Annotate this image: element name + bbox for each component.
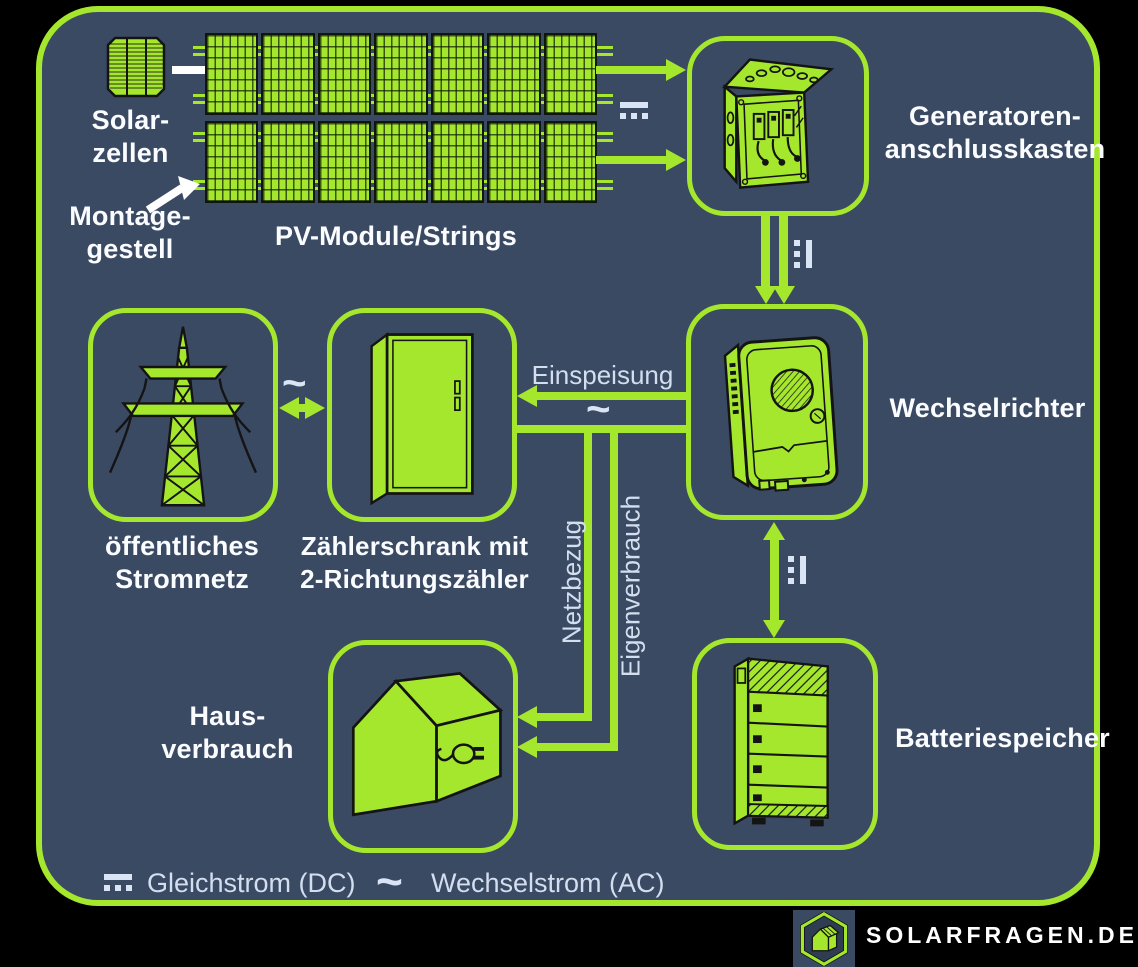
pv-module-icon: [487, 33, 541, 115]
meter-cabinet-label: Zählerschrank mit 2-Richtungszähler: [292, 530, 537, 596]
grid-draw-label: Netzbezug: [556, 519, 587, 645]
battery-node: [692, 638, 878, 850]
self-consumption-wire-end: [536, 743, 614, 751]
site-name: SOLARFRAGEN.DE: [866, 922, 1138, 948]
pv-string-row-1: [205, 33, 597, 115]
meter-cabinet-node: [327, 308, 517, 522]
self-consumption-wire: [610, 425, 618, 751]
grid-meter-left-arrowhead: [279, 397, 299, 419]
string1-arrowhead: [666, 59, 686, 81]
string2-wire: [596, 156, 668, 164]
plug-icon: [435, 742, 484, 764]
self-consumption-arrowhead: [517, 736, 537, 758]
meter-cabinet-icon: [370, 332, 474, 506]
dc-wire-b-arrowhead: [773, 286, 795, 304]
label-line: Solar-: [91, 105, 170, 135]
battery-label: Batteriespeicher: [895, 723, 1110, 753]
grid-meter-right-arrowhead: [305, 397, 325, 419]
pv-module-icon: [543, 33, 597, 115]
battery-wire: [770, 540, 779, 620]
label-line: Haus-: [189, 701, 266, 731]
label-line: Generatoren-: [909, 101, 1081, 131]
public-grid-label: öffentliches Stromnetz: [82, 530, 282, 596]
house-consumption-label: Haus- verbrauch: [150, 700, 305, 766]
grid-meter-wire: [295, 404, 309, 412]
solarfragen-logo-icon: [800, 911, 848, 966]
pv-module-icon: [205, 121, 259, 203]
battery-wire-down-arrowhead: [763, 620, 785, 638]
label-line: 2-Richtungszähler: [300, 564, 529, 594]
ac-symbol-icon: ~: [282, 359, 307, 406]
dc-wire-a: [761, 216, 770, 286]
pv-string-row-2: [205, 121, 597, 203]
solarfragen-logo: [793, 910, 855, 967]
pv-module-icon: [430, 33, 485, 115]
legend-ac-label: Wechselstrom (AC): [431, 868, 665, 898]
battery-wire-up-arrowhead: [763, 522, 785, 540]
mounting-frame-arrow-icon: [145, 176, 200, 214]
label-line: verbrauch: [161, 734, 294, 764]
solar-cells-label: Solar- zellen: [58, 104, 203, 170]
label-line: Stromnetz: [115, 564, 249, 594]
inverter-label: Wechselrichter: [889, 393, 1086, 423]
dc-wire-a-arrowhead: [755, 286, 777, 304]
junction-box-icon: [722, 58, 835, 189]
pv-module-icon: [261, 121, 315, 203]
label-line: öffentliches: [105, 531, 259, 561]
legend-ac-symbol-icon: ~: [376, 855, 403, 907]
house-node: [328, 640, 518, 853]
dc-symbol-icon: [620, 102, 648, 119]
dc-symbol-vertical-icon: [794, 240, 812, 268]
dc-symbol-vertical-icon: [788, 556, 806, 584]
grid-draw-wire: [584, 425, 592, 721]
pv-module-icon: [261, 33, 315, 115]
pv-module-icon: [205, 33, 259, 115]
ac-bus-wire: [517, 425, 686, 433]
feed-in-label: Einspeisung: [531, 360, 674, 390]
label-line: Zählerschrank mit: [300, 531, 529, 561]
mounting-frame-label: Montage- gestell: [50, 200, 210, 266]
pv-modules-label: PV-Module/Strings: [275, 221, 517, 251]
label-line: anschlusskasten: [884, 134, 1106, 164]
dc-wire-b: [779, 216, 788, 286]
pv-module-icon: [543, 121, 597, 203]
ac-symbol-icon: ~: [586, 385, 611, 432]
pv-module-icon: [374, 121, 428, 203]
feed-in-wire: [536, 392, 686, 400]
label-line: gestell: [86, 234, 174, 264]
junction-box-node: [687, 36, 869, 216]
pv-module-icon: [374, 33, 428, 115]
pv-module-icon: [317, 121, 372, 203]
pv-module-icon: [430, 121, 485, 203]
string1-wire: [596, 66, 668, 74]
junction-box-label: Generatoren- anschlusskasten: [875, 100, 1115, 166]
house-icon: [351, 671, 504, 816]
inverter-icon: [723, 336, 839, 492]
solar-cell-icon: [106, 36, 166, 98]
feed-in-arrowhead: [517, 385, 537, 407]
label-line: Montage-: [69, 201, 191, 231]
grid-draw-wire-end: [536, 713, 588, 721]
string2-arrowhead: [666, 149, 686, 171]
grid-draw-arrowhead: [517, 706, 537, 728]
self-consumption-label: Eigenverbrauch: [615, 494, 646, 678]
legend-dc-symbol-icon: [104, 874, 132, 891]
inverter-node: [686, 304, 868, 520]
power-pylon-icon: [108, 326, 258, 507]
legend-dc-label: Gleichstrom (DC): [147, 868, 356, 898]
battery-stack-icon: [733, 656, 829, 827]
pv-module-icon: [317, 33, 372, 115]
label-line: zellen: [92, 138, 169, 168]
pv-module-icon: [487, 121, 541, 203]
public-grid-node: [88, 308, 278, 522]
